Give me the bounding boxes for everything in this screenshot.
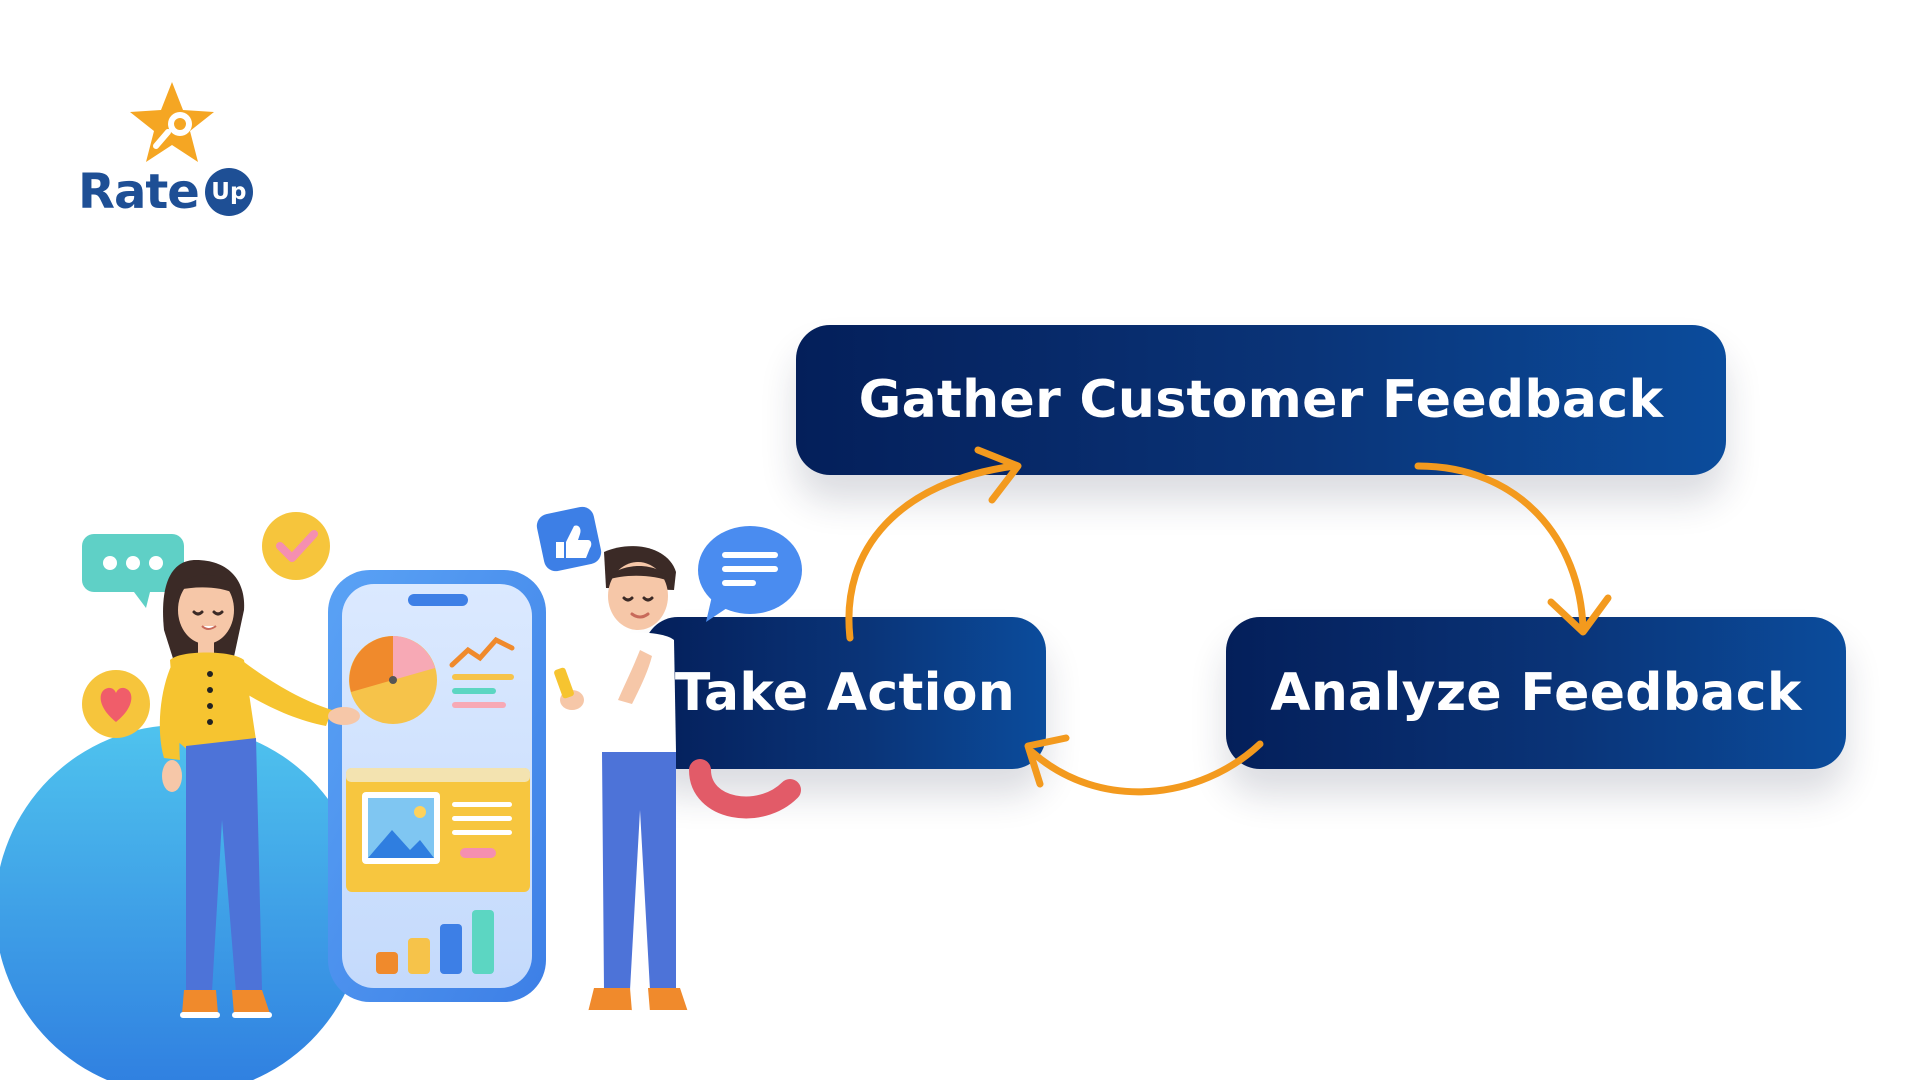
step-label: Gather Customer Feedback <box>858 370 1664 430</box>
step-take-action: Take Action <box>644 617 1046 769</box>
man-figure <box>554 546 690 1016</box>
arrow-gather-to-analyze <box>1414 462 1587 632</box>
step-analyze-feedback: Analyze Feedback <box>1226 617 1846 769</box>
magnet-icon <box>689 759 801 819</box>
logo-badge: Up <box>204 168 253 216</box>
step-label: Take Action <box>674 663 1016 723</box>
heart-icon <box>82 670 150 738</box>
logo-text: Rate <box>78 164 200 220</box>
bar-chart-icon <box>376 910 494 974</box>
rateup-logo: Rate Up <box>78 80 278 220</box>
star-icon <box>130 82 214 162</box>
message-lines-icon <box>698 526 802 622</box>
pie-chart-icon <box>349 636 437 724</box>
step-label: Analyze Feedback <box>1270 663 1802 723</box>
woman-figure <box>159 560 360 1018</box>
arrow-action-to-gather <box>845 462 1018 642</box>
chat-bubble-icon <box>82 534 184 608</box>
logo-wordmark: Rate Up <box>78 164 253 220</box>
arrow-analyze-to-action <box>1028 740 1264 796</box>
background-circle <box>0 725 365 1080</box>
thumbs-up-icon <box>536 506 602 572</box>
people-with-phone-illustration <box>0 506 802 1080</box>
step-gather-customer-feedback: Gather Customer Feedback <box>796 325 1726 475</box>
check-icon <box>262 512 330 580</box>
phone-icon <box>328 570 546 1002</box>
